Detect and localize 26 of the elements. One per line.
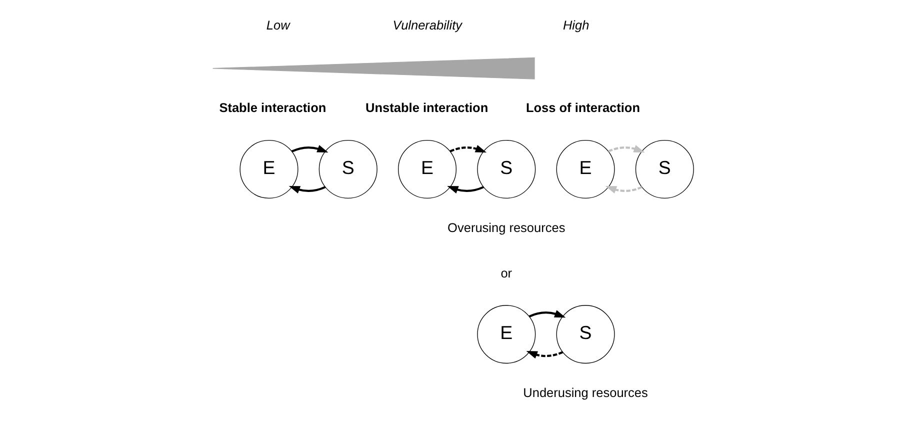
label: Overusing resources [448,220,566,235]
arrow [608,145,645,153]
arrow [605,186,642,194]
arrow [528,310,566,318]
node-circle: E [556,140,615,198]
arrow [447,186,484,194]
node-circle: S [477,140,536,198]
arrow [450,145,487,153]
node-circle: S [635,140,694,198]
label: Stable interaction [219,100,326,115]
label: Loss of interaction [526,100,640,115]
label: Underusing resources [523,384,648,400]
arrow [291,145,328,153]
node-triangle [212,57,535,80]
node-circle: S [556,305,615,364]
arrow [526,351,564,359]
node-circle: E [477,305,536,364]
node-circle: E [240,140,298,198]
label: Vulnerability [392,17,462,32]
label: Low [266,17,290,32]
label: High [562,17,590,32]
arrow [288,186,326,194]
label: or [500,266,512,281]
node-circle: E [398,140,457,198]
label: Unstable interaction [366,100,488,115]
node-circle: S [318,140,378,198]
